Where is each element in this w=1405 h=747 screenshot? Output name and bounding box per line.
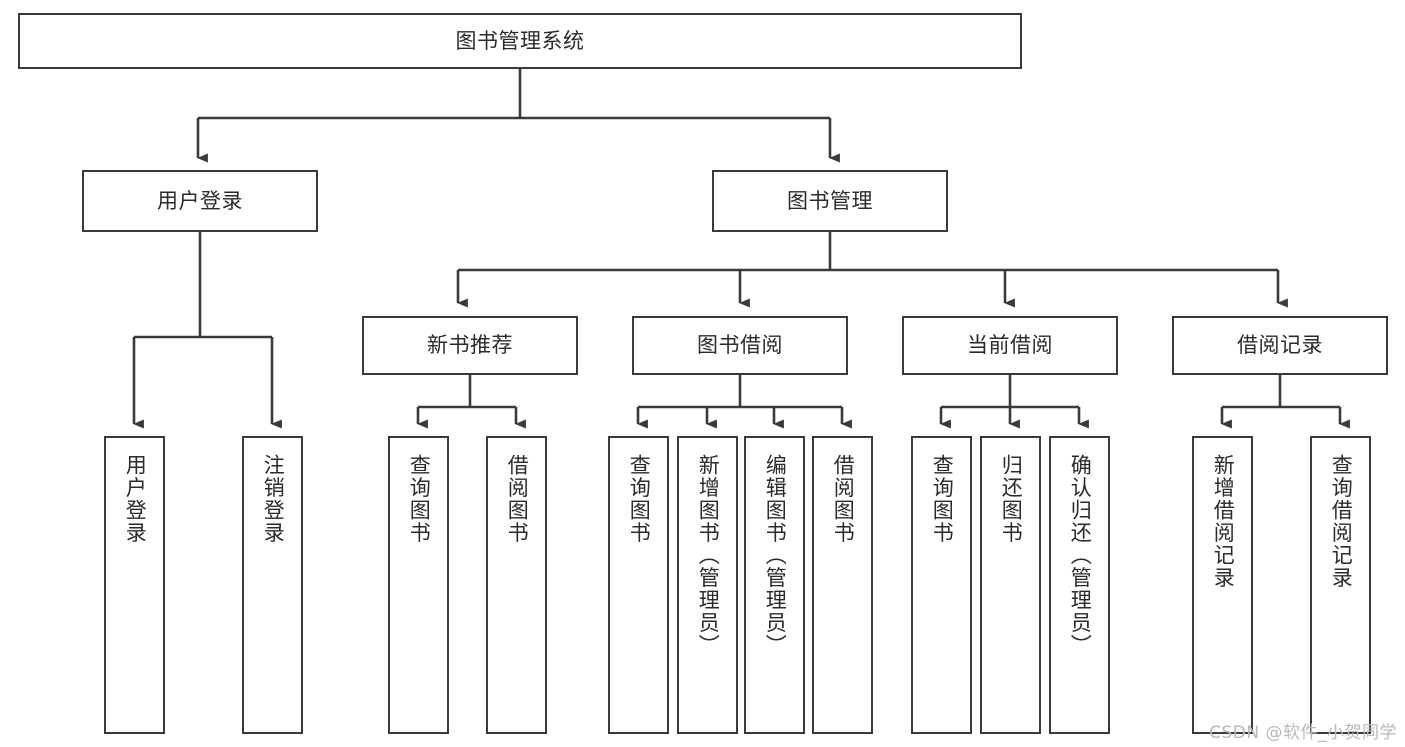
node-leaf-cb-confirm-return[interactable]: 确认归还（管理员）: [1049, 436, 1110, 734]
node-book-borrow[interactable]: 图书借阅: [632, 316, 848, 375]
node-book-manage-label: 图书管理: [787, 188, 873, 213]
node-leaf-bb-edit-book-label: 编辑图书（管理员）: [763, 454, 788, 657]
node-user-login-label: 用户登录: [157, 188, 243, 213]
node-leaf-cb-query-book-label: 查询图书: [930, 454, 955, 544]
csdn-watermark: CSDN @软件_小贺同学: [1209, 723, 1397, 743]
node-root[interactable]: 图书管理系统: [18, 13, 1022, 69]
node-leaf-logout[interactable]: 注销登录: [242, 436, 303, 734]
node-current-borrow[interactable]: 当前借阅: [902, 316, 1118, 375]
node-borrow-record-label: 借阅记录: [1237, 333, 1323, 358]
node-leaf-bb-edit-book[interactable]: 编辑图书（管理员）: [744, 436, 805, 734]
node-leaf-rec-borrow-book-label: 借阅图书: [505, 454, 530, 544]
node-leaf-rec-query-book-label: 查询图书: [407, 454, 432, 544]
node-leaf-user-login-label: 用户登录: [123, 454, 148, 544]
node-leaf-bb-query-book-label: 查询图书: [627, 454, 652, 544]
node-leaf-cb-query-book[interactable]: 查询图书: [911, 436, 972, 734]
node-leaf-cb-confirm-return-label: 确认归还（管理员）: [1068, 454, 1093, 657]
node-current-borrow-label: 当前借阅: [967, 333, 1053, 358]
node-leaf-br-add-record[interactable]: 新增借阅记录: [1192, 436, 1253, 734]
node-leaf-bb-add-book-label: 新增图书（管理员）: [696, 454, 721, 657]
node-leaf-user-login[interactable]: 用户登录: [104, 436, 165, 734]
node-new-book-recommend-label: 新书推荐: [427, 333, 513, 358]
node-leaf-rec-borrow-book[interactable]: 借阅图书: [486, 436, 547, 734]
node-user-login[interactable]: 用户登录: [82, 170, 318, 232]
node-leaf-bb-borrow-book[interactable]: 借阅图书: [812, 436, 873, 734]
node-leaf-br-add-record-label: 新增借阅记录: [1211, 454, 1236, 589]
node-leaf-br-query-record-label: 查询借阅记录: [1329, 454, 1354, 589]
node-leaf-bb-borrow-book-label: 借阅图书: [831, 454, 856, 544]
node-leaf-cb-return-book[interactable]: 归还图书: [980, 436, 1041, 734]
node-leaf-bb-add-book[interactable]: 新增图书（管理员）: [677, 436, 738, 734]
node-root-label: 图书管理系统: [455, 28, 585, 53]
node-book-manage[interactable]: 图书管理: [712, 170, 948, 232]
node-leaf-bb-query-book[interactable]: 查询图书: [608, 436, 669, 734]
node-leaf-cb-return-book-label: 归还图书: [999, 454, 1024, 544]
node-borrow-record[interactable]: 借阅记录: [1172, 316, 1388, 375]
node-leaf-br-query-record[interactable]: 查询借阅记录: [1310, 436, 1371, 734]
node-leaf-rec-query-book[interactable]: 查询图书: [388, 436, 449, 734]
node-leaf-logout-label: 注销登录: [261, 454, 286, 544]
node-book-borrow-label: 图书借阅: [697, 333, 783, 358]
node-new-book-recommend[interactable]: 新书推荐: [362, 316, 578, 375]
